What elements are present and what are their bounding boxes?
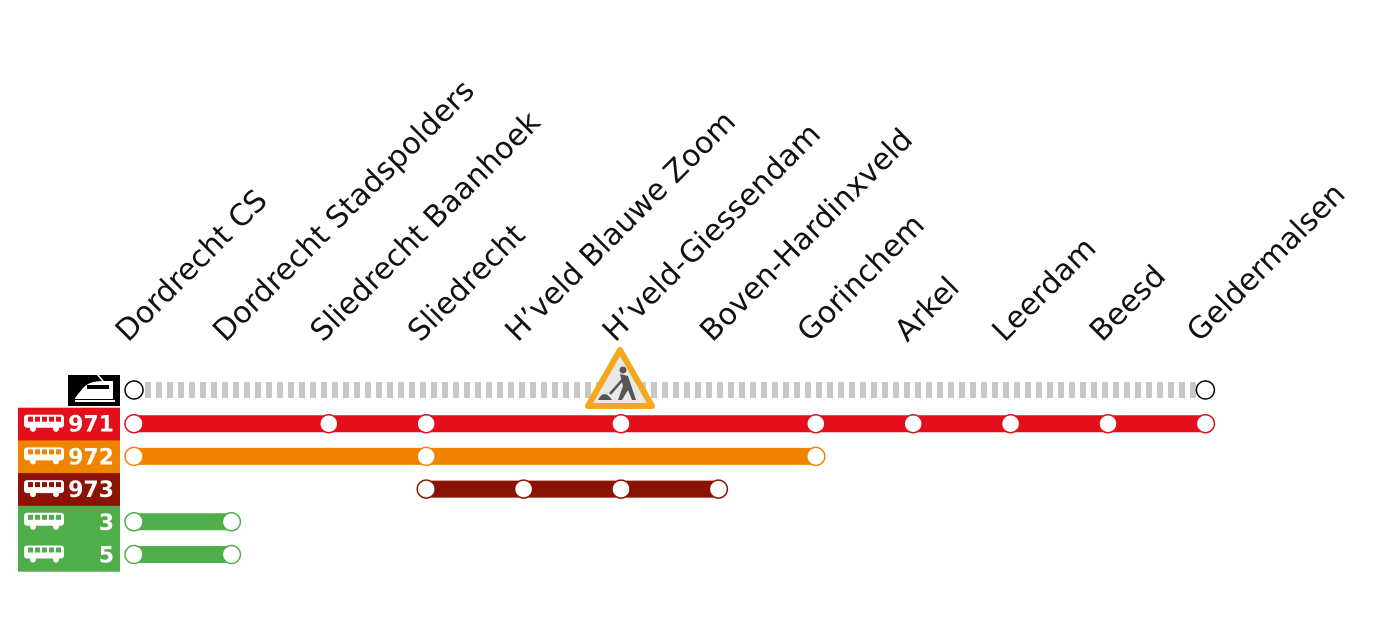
- line-number: 971: [68, 413, 114, 438]
- bus-icon: [24, 545, 64, 563]
- pantograph: [96, 373, 104, 382]
- stop-marker: [124, 446, 144, 467]
- shovel: [609, 377, 625, 395]
- stop-marker: [124, 380, 144, 400]
- line-number: 973: [68, 478, 114, 503]
- bus-window: [28, 416, 33, 422]
- bus-wheel: [53, 556, 59, 563]
- stop-marker: [221, 544, 242, 565]
- bus-window: [35, 547, 40, 553]
- bus-window: [35, 449, 40, 455]
- bus-window: [42, 514, 47, 520]
- bus-window: [56, 547, 61, 553]
- line-number: 3: [99, 511, 114, 536]
- bus-window: [49, 416, 54, 422]
- bus-window: [49, 514, 54, 520]
- bus-wheel: [53, 425, 59, 432]
- line-row-973: 973: [18, 473, 729, 507]
- stop-marker: [124, 544, 144, 565]
- line-row-train: [68, 373, 1216, 406]
- roadworks-warning-icon: [585, 347, 655, 409]
- bus-window: [42, 449, 47, 455]
- bus-window: [35, 482, 40, 488]
- stop-marker: [806, 446, 826, 467]
- bus-icon: [24, 447, 64, 465]
- stop-marker: [1000, 413, 1021, 434]
- bus-icon: [24, 512, 64, 530]
- stop-marker: [416, 446, 436, 467]
- bus-window: [49, 449, 54, 455]
- bus-icon: [24, 414, 64, 432]
- line-number: 5: [99, 544, 114, 569]
- bus-window: [49, 547, 54, 553]
- bus-window: [42, 482, 47, 488]
- stop-marker: [319, 413, 339, 434]
- bus-wheel: [53, 523, 59, 530]
- bus-window: [56, 416, 61, 422]
- line-row-3: 3: [18, 505, 242, 539]
- stop-marker: [1098, 413, 1118, 434]
- stop-marker: [416, 479, 436, 499]
- train-window: [87, 385, 109, 389]
- bus-wheel: [53, 491, 59, 498]
- bus-wheel: [30, 458, 36, 465]
- stop-marker: [1195, 380, 1216, 400]
- line-row-972: 972: [18, 440, 826, 474]
- bus-wheel: [30, 556, 36, 563]
- worker-head: [619, 366, 627, 374]
- bus-window: [28, 514, 33, 520]
- stop-marker: [611, 413, 631, 434]
- station-label: Arkel: [888, 270, 966, 348]
- station-label: Beesd: [1083, 259, 1173, 349]
- bus-window: [28, 449, 33, 455]
- bus-wheel: [30, 425, 36, 432]
- bus-window: [35, 514, 40, 520]
- sand-pile: [598, 394, 612, 400]
- line-row-971: 971: [18, 407, 1216, 441]
- bus-wheel: [53, 458, 59, 465]
- warning-triangle: [585, 347, 655, 409]
- bus-wheel: [30, 491, 36, 498]
- line-row-5: 5: [18, 538, 242, 572]
- line-number: 972: [68, 445, 114, 470]
- stop-marker: [1195, 413, 1216, 434]
- station-label: Leerdam: [986, 231, 1104, 349]
- bus-window: [28, 547, 33, 553]
- stop-marker: [903, 413, 923, 434]
- bus-window: [56, 482, 61, 488]
- stop-marker: [708, 479, 729, 499]
- bus-window: [42, 547, 47, 553]
- stop-marker: [221, 512, 242, 532]
- stop-marker: [611, 479, 631, 499]
- stop-marker: [124, 413, 144, 434]
- bus-window: [42, 416, 47, 422]
- stop-marker: [124, 512, 144, 532]
- stop-marker: [806, 413, 826, 434]
- bus-icon: [24, 480, 64, 498]
- stop-marker: [513, 479, 534, 499]
- bus-window: [35, 416, 40, 422]
- bus-window: [56, 514, 61, 520]
- bus-window: [28, 482, 33, 488]
- bus-window: [49, 482, 54, 488]
- bus-window: [56, 449, 61, 455]
- stop-marker: [416, 413, 436, 434]
- station-label: Geldermalsen: [1180, 177, 1352, 349]
- bus-wheel: [30, 523, 36, 530]
- train-icon: [75, 373, 115, 402]
